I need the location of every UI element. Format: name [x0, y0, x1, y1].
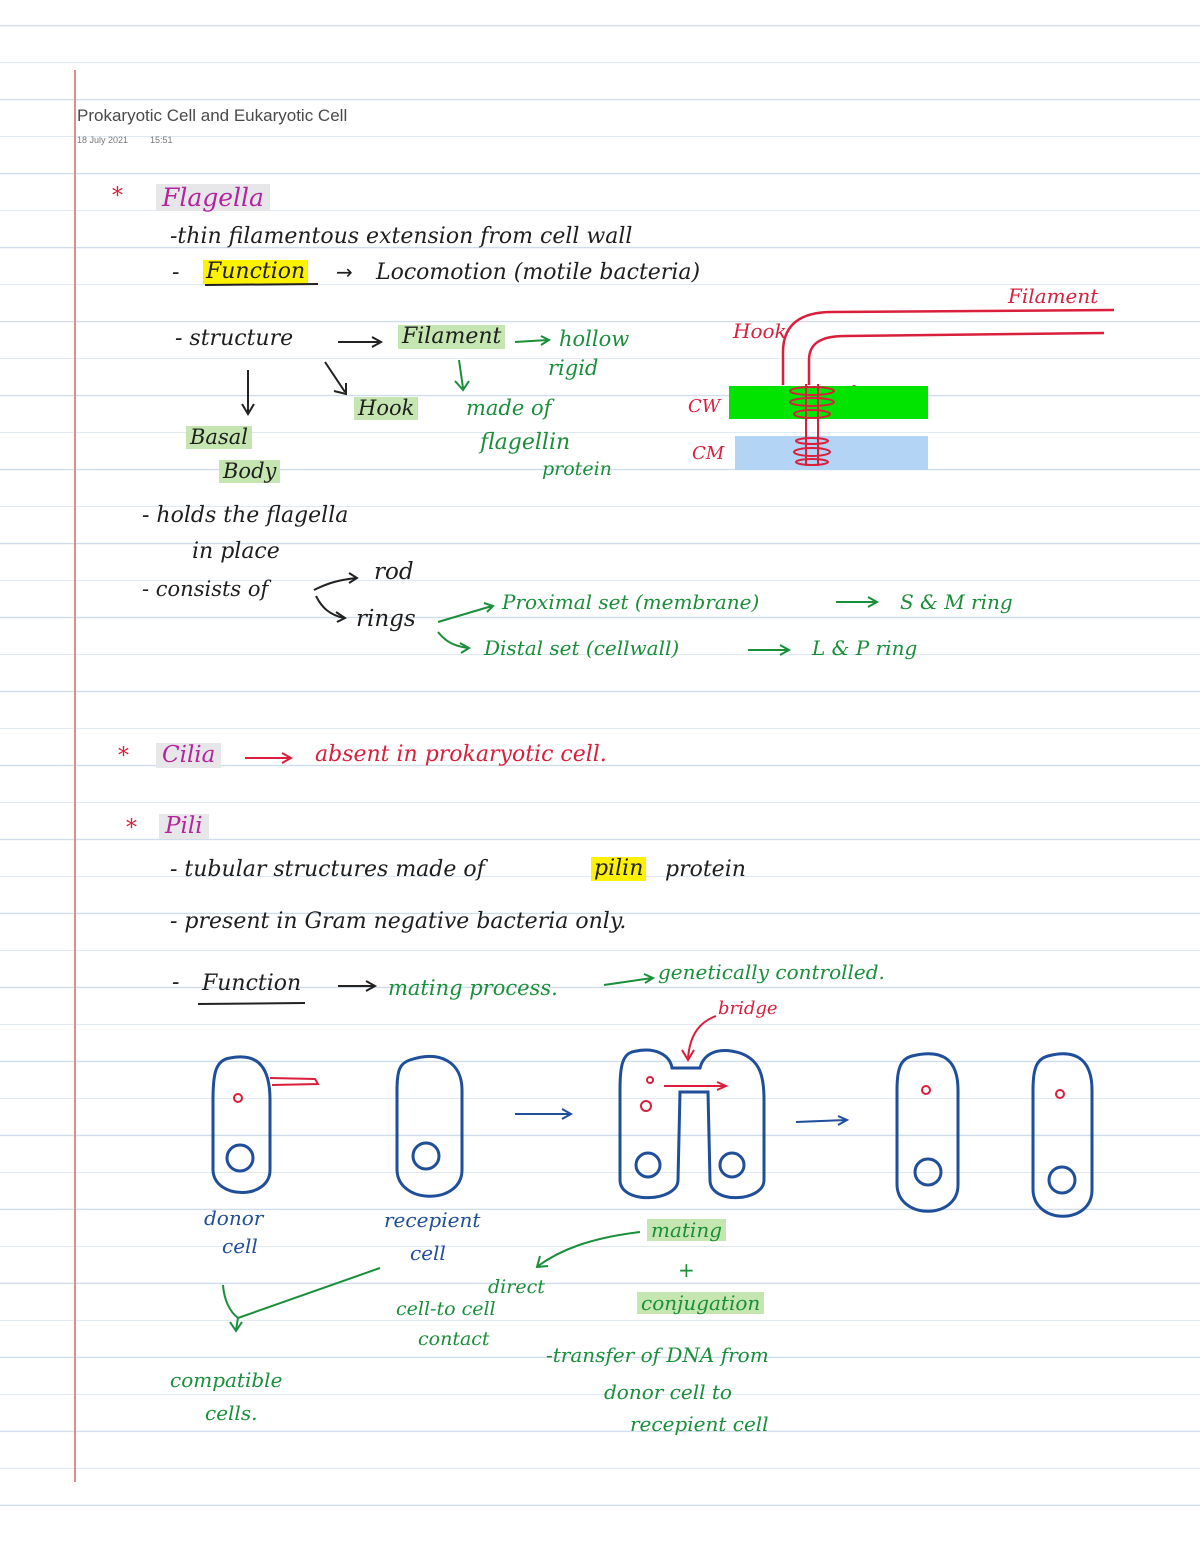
cell-wall-band [729, 386, 928, 419]
consists-of-text: - consists of [142, 577, 269, 601]
proximal-result: S & M ring [900, 590, 1013, 614]
structure-label: - structure [175, 326, 294, 351]
transfer-text-1: -transfer of DNA from [546, 1343, 769, 1367]
pili-function-dash: - [172, 970, 180, 995]
pilus [269, 1077, 320, 1086]
rings-arrow [315, 595, 347, 623]
flagellin-text: flagellin [480, 430, 571, 455]
recipient-label-2: cell [410, 1241, 446, 1265]
direct-contact-arrow [535, 1231, 641, 1269]
genetically-controlled-text: genetically controlled. [658, 960, 885, 984]
process-arrow-2 [795, 1115, 850, 1126]
cilia-bullet: * [118, 744, 129, 769]
hollow-arrow [514, 335, 552, 346]
cilia-arrow [245, 752, 294, 764]
genetically-arrow [603, 973, 656, 986]
contact-text: contact [418, 1328, 490, 1350]
compatible-text-1: compatible [170, 1368, 283, 1392]
basal-body-rings [789, 384, 835, 466]
diagram-cw-label: CW [688, 396, 721, 417]
proximal-set-text: Proximal set (membrane) [502, 590, 760, 614]
flagella-line1: -thin filamentous extension from cell wa… [170, 224, 633, 249]
flagella-bullet: * [112, 184, 123, 209]
direct-text: direct [488, 1276, 545, 1298]
basal-arrow [241, 370, 255, 416]
distal-result: L & P ring [812, 636, 918, 660]
compatible-brace [222, 1267, 381, 1333]
cilia-text: absent in prokaryotic cell. [315, 742, 607, 767]
mating-arrow [338, 980, 378, 992]
function-text: Locomotion (motile bacteria) [376, 260, 701, 285]
result-cell-2 [1031, 1052, 1094, 1218]
rigid-text: rigid [548, 356, 599, 380]
pilin-word: pilin [591, 857, 647, 881]
diagram-filament-label: Filament [1008, 284, 1099, 308]
mating-process-text: mating process. [388, 976, 558, 1000]
holds-line1: - holds the flagella [142, 503, 349, 528]
body-label: Body [219, 460, 281, 483]
donor-label-1: donor [204, 1206, 264, 1230]
cell-to-cell-text: cell-to cell [396, 1298, 496, 1320]
pili-function-underline [197, 1002, 306, 1005]
transfer-text-3: recepient cell [630, 1412, 769, 1436]
rod-text: rod [374, 559, 414, 585]
conjugation-label: conjugation [637, 1292, 765, 1314]
page-title: Prokaryotic Cell and Eukaryotic Cell [77, 106, 348, 125]
filament-label: Filament [398, 325, 506, 349]
process-arrow-1 [515, 1108, 574, 1120]
hook-label: Hook [354, 397, 419, 420]
cilia-heading: Cilia [156, 743, 222, 768]
function-underline [204, 283, 319, 286]
function-arrow: → [336, 260, 353, 284]
transfer-text-2: donor cell to [604, 1380, 732, 1404]
diagram-cm-label: CM [692, 443, 725, 464]
flagella-heading: Flagella [156, 184, 270, 211]
holds-line2: in place [192, 539, 280, 564]
compatible-text-2: cells. [205, 1401, 258, 1425]
distal-result-arrow [748, 644, 792, 656]
protein-text: protein [542, 458, 612, 480]
pili-line1-end: protein [665, 857, 746, 882]
proximal-arrow [437, 602, 495, 623]
distal-arrow [437, 631, 471, 654]
pili-line1: - tubular structures made of [170, 857, 485, 882]
rod-arrow [313, 572, 359, 591]
proximal-result-arrow [836, 596, 880, 608]
bridge-dna [640, 1076, 729, 1112]
pili-heading: Pili [159, 814, 209, 839]
made-of-text: made of [466, 396, 552, 420]
function-dash: - [172, 260, 180, 285]
plus-sign: + [678, 1258, 695, 1282]
pili-function-label: Function [202, 971, 302, 996]
result-cell-1 [895, 1052, 960, 1213]
donor-label-2: cell [222, 1234, 258, 1258]
recipient-label-1: recepient [384, 1208, 481, 1232]
hook-and-filament [781, 308, 1115, 385]
distal-set-text: Distal set (cellwall) [484, 636, 680, 660]
rings-text: rings [356, 606, 416, 632]
mating-cells [618, 1048, 766, 1200]
cell-membrane-band [735, 436, 928, 470]
diagram-hook-label: Hook [733, 319, 787, 343]
hook-arrow [324, 361, 347, 396]
hollow-text: hollow [559, 327, 630, 351]
mating-label: mating [647, 1219, 727, 1241]
recipient-cell [395, 1055, 464, 1198]
function-label: Function [203, 260, 309, 284]
basal-label: Basal [186, 426, 252, 449]
pili-line2: - present in Gram negative bacteria only… [170, 909, 627, 934]
bridge-arrow [681, 1015, 717, 1062]
page-time: 15:51 [150, 135, 173, 145]
pili-bullet: * [126, 816, 137, 841]
structure-arrow [338, 336, 384, 348]
donor-cell [211, 1055, 272, 1194]
margin-line [74, 70, 76, 1482]
bridge-label: bridge [718, 998, 778, 1019]
made-of-arrow [454, 359, 470, 392]
page-date: 18 July 2021 [77, 135, 129, 145]
